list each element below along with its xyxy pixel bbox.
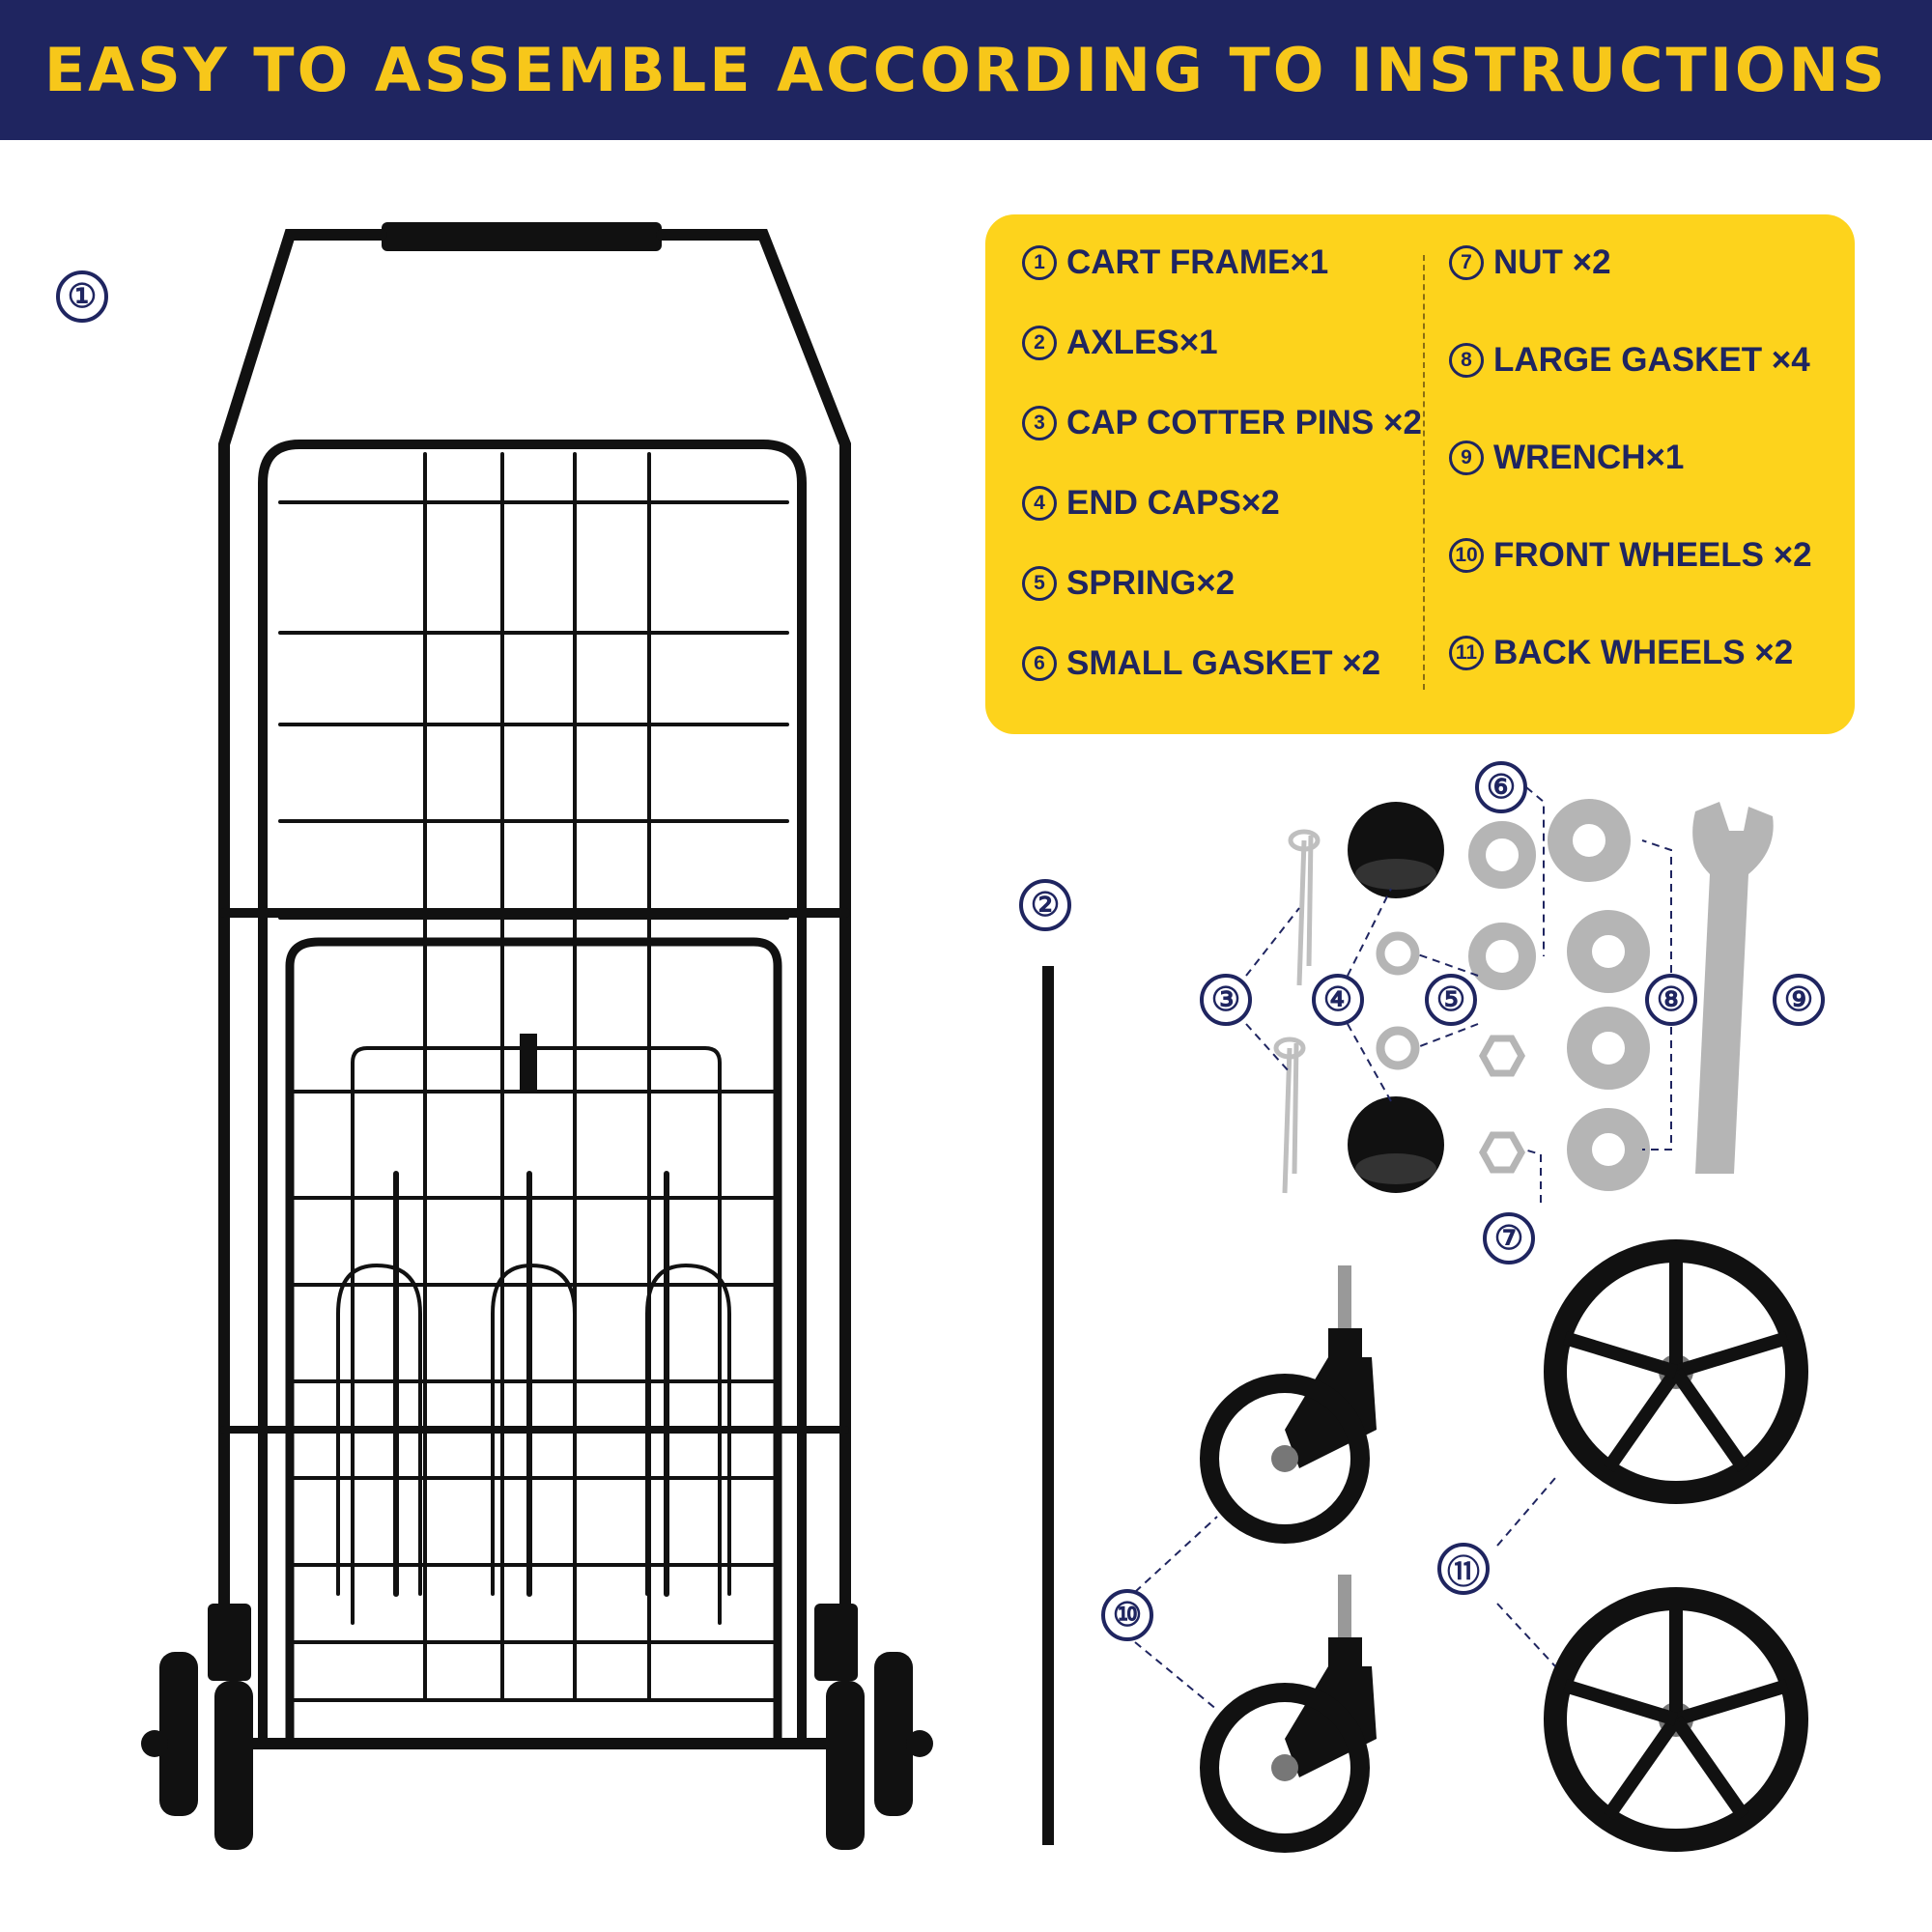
part-number: 2: [1022, 326, 1057, 360]
part-number: 1: [1022, 245, 1057, 280]
part-cart-frame: 1 CART FRAME×1: [1022, 243, 1422, 282]
part-back-wheels: 11 BACK WHEELS ×2: [1449, 634, 1812, 672]
part-spring: 5 SPRING×2: [1022, 564, 1422, 603]
callout-5: ⑤: [1425, 974, 1477, 1026]
callout-11: ⑪: [1437, 1543, 1490, 1595]
header-banner: EASY TO ASSEMBLE ACCORDING TO INSTRUCTIO…: [0, 0, 1932, 140]
callout-1: ①: [56, 270, 108, 323]
part-large-gasket: 8 LARGE GASKET ×4: [1449, 341, 1812, 380]
part-axles: 2 AXLES×1: [1022, 324, 1422, 362]
callout-3: ③: [1200, 974, 1252, 1026]
part-number: 10: [1449, 538, 1484, 573]
callout-6: ⑥: [1475, 761, 1527, 813]
large-gaskets-image: [1548, 799, 1650, 1191]
back-wheels-image: [1544, 1239, 1808, 1852]
parts-list-left: 1 CART FRAME×1 2 AXLES×1 3 CAP COTTER PINS …: [1022, 243, 1422, 724]
leader-lines: [1134, 786, 1672, 1711]
front-wheels-image: [1200, 1265, 1377, 1853]
callout-2: ②: [1019, 879, 1071, 931]
cart-frame-image: [216, 222, 856, 1749]
part-label: SMALL GASKET ×2: [1066, 644, 1381, 682]
wrench-image: [1692, 802, 1774, 1174]
callout-10: ⑩: [1101, 1589, 1153, 1641]
part-label: FRONT WHEELS ×2: [1493, 536, 1812, 574]
part-cap-cotter-pins: 3 CAP COTTER PINS ×2: [1022, 404, 1422, 442]
part-number: 3: [1022, 406, 1057, 440]
end-caps-image: [1348, 802, 1444, 1193]
page-title: EASY TO ASSEMBLE ACCORDING TO INSTRUCTIO…: [43, 35, 1889, 105]
parts-list-right: 7 NUT ×2 8 LARGE GASKET ×4 9 WRENCH×1 10 FRO…: [1449, 243, 1812, 731]
parts-list-panel: 1 CART FRAME×1 2 AXLES×1 3 CAP COTTER PINS …: [985, 214, 1855, 734]
part-label: CART FRAME×1: [1066, 243, 1329, 281]
callout-7: ⑦: [1483, 1212, 1535, 1264]
part-small-gasket: 6 SMALL GASKET ×2: [1022, 644, 1422, 683]
part-label: SPRING×2: [1066, 564, 1236, 602]
part-label: END CAPS×2: [1066, 484, 1280, 522]
part-number: 11: [1449, 636, 1484, 670]
callout-8: ⑧: [1645, 974, 1697, 1026]
part-number: 7: [1449, 245, 1484, 280]
callout-9: ⑨: [1773, 974, 1825, 1026]
part-number: 4: [1022, 486, 1057, 521]
column-divider: [1423, 255, 1425, 690]
small-hardware-image: [1376, 821, 1536, 1174]
part-number: 5: [1022, 566, 1057, 601]
part-wrench: 9 WRENCH×1: [1449, 439, 1812, 477]
part-front-wheels: 10 FRONT WHEELS ×2: [1449, 536, 1812, 575]
cart-wheels-image: [141, 1604, 933, 1850]
part-label: BACK WHEELS ×2: [1493, 634, 1794, 671]
part-label: LARGE GASKET ×4: [1493, 341, 1810, 379]
part-label: WRENCH×1: [1493, 439, 1685, 476]
callout-4: ④: [1312, 974, 1364, 1026]
part-nut: 7 NUT ×2: [1449, 243, 1812, 282]
part-label: AXLES×1: [1066, 324, 1218, 361]
part-number: 6: [1022, 646, 1057, 681]
part-number: 8: [1449, 343, 1484, 378]
part-number: 9: [1449, 440, 1484, 475]
part-label: CAP COTTER PINS ×2: [1066, 404, 1422, 441]
part-label: NUT ×2: [1493, 243, 1611, 281]
part-end-caps: 4 END CAPS×2: [1022, 484, 1422, 523]
cotter-pins-image: [1273, 829, 1321, 1194]
